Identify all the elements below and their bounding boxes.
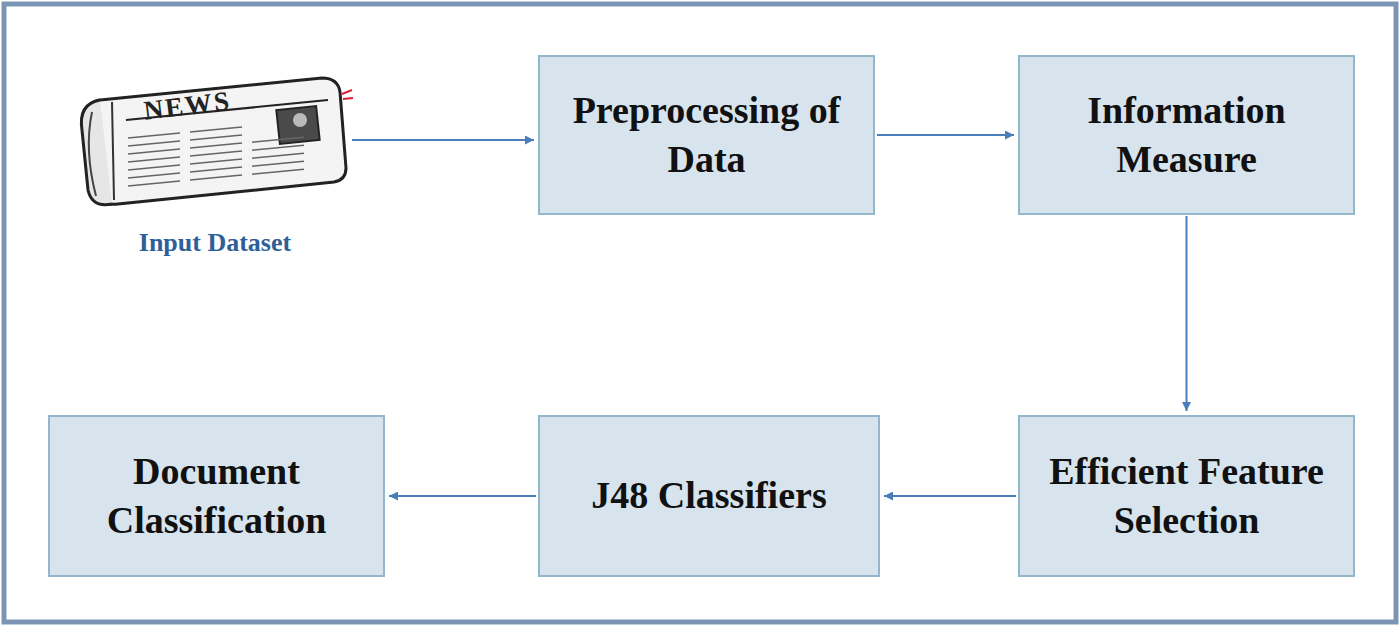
box-label: Efficient Feature Selection: [1032, 447, 1341, 546]
flow-arrow: [352, 139, 534, 141]
box-label: Information Measure: [1032, 86, 1341, 185]
masthead-text: NEWS: [142, 85, 233, 126]
newspaper: [81, 78, 353, 205]
frame-border: [4, 4, 1396, 622]
process-box: Preprocessing of Data: [538, 55, 875, 215]
process-box: Document Classification: [48, 415, 385, 577]
box-label: J48 Classifiers: [591, 471, 826, 520]
flow-arrow: [877, 134, 1014, 136]
flow-arrow: [389, 495, 536, 497]
box-label: Document Classification: [62, 447, 371, 546]
newspaper-text-lines: [128, 127, 304, 186]
process-box: Information Measure: [1018, 55, 1355, 215]
process-box: J48 Classifiers: [538, 415, 880, 577]
flow-arrow: [884, 495, 1016, 497]
process-box: Efficient Feature Selection: [1018, 415, 1355, 577]
flow-arrow: [1186, 216, 1188, 411]
box-label: Preprocessing of Data: [552, 86, 861, 185]
dataset-label: Input Dataset: [139, 227, 291, 260]
